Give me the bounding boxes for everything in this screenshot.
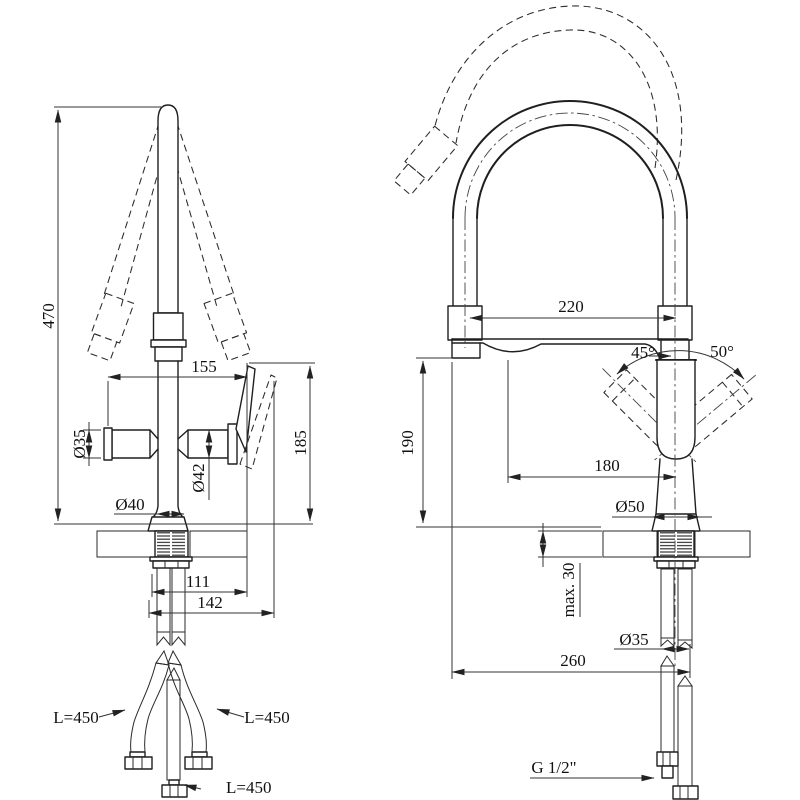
spout-flange [150, 339, 187, 348]
dim-cartridge-diameter: Ø42 [189, 463, 208, 492]
cartridge-cap [227, 423, 238, 465]
spray-head-left-dashed [86, 292, 135, 362]
side-spray-cap [103, 427, 113, 461]
dim-countertop-thickness: max. 30 [559, 563, 578, 618]
lever-handle-side-dashed [239, 374, 278, 470]
hose-length-label-right: L=450 [244, 708, 289, 727]
hose-nut [168, 779, 180, 786]
thread-tip [661, 765, 674, 779]
dim-shank-diameter: Ø35 [619, 630, 648, 649]
handle-swing-arc [616, 350, 745, 380]
dim-body-diameter: Ø40 [115, 495, 144, 514]
spray-head-front-dashed [393, 125, 459, 196]
dim-base-diameter: Ø50 [615, 497, 644, 516]
hose-nut [129, 751, 146, 758]
side-spray-port [111, 429, 151, 459]
spout-tube [157, 104, 179, 314]
supply-hoses-front [656, 568, 699, 800]
lever-handle-front [656, 359, 696, 460]
hose-nut [672, 785, 699, 800]
hose-nut [191, 751, 208, 758]
dim-arch-width: 220 [558, 297, 584, 316]
dim-side-spray-diameter: Ø35 [70, 429, 89, 458]
dim-spout-reach: 155 [191, 357, 217, 376]
hose-length-label-center: L=450 [226, 778, 271, 797]
dim-rear-clearance: 111 [186, 572, 210, 591]
spout-neck [154, 346, 183, 362]
front-view: 220 45° 50° 190 180 Ø50 max. 30 Ø [393, 5, 756, 800]
dim-handle-swing-left: 45° [631, 343, 655, 362]
hose-nut [656, 751, 679, 767]
mounting-shank-front [653, 530, 699, 569]
centerline-arc [464, 112, 676, 219]
hose-length-label-left: L=450 [53, 708, 98, 727]
spray-head-right-dashed [203, 292, 252, 362]
body-column-front [655, 458, 697, 515]
dim-rear-clearance-max: 142 [197, 593, 223, 612]
countertop-front [602, 530, 751, 558]
supply-hoses-side [156, 567, 186, 647]
dim-spout-outlet-height: 190 [398, 430, 417, 456]
flexible-hose-dashed [393, 5, 683, 196]
dim-outlet-offset: 180 [594, 456, 620, 475]
mounting-shank-side [149, 530, 193, 569]
locknut [152, 560, 190, 569]
dim-connection-thread: G 1/2" [531, 758, 576, 777]
lever-handle-side [235, 365, 256, 453]
dim-handle-swing-right: 50° [710, 342, 734, 361]
dim-overall-depth: 260 [560, 651, 586, 670]
side-view: 470 155 Ø35 Ø42 Ø40 185 111 142 [39, 104, 315, 798]
faucet-body-side [103, 104, 278, 532]
cartridge-housing [187, 429, 229, 459]
dim-total-height: 470 [39, 303, 58, 329]
supply-hose-kit [124, 649, 213, 798]
swivel-spout-dashed [86, 110, 252, 362]
spout-collar [152, 312, 184, 341]
locknut [656, 560, 696, 569]
front-view-dimensions: 220 45° 50° 190 180 Ø50 max. 30 Ø [398, 297, 745, 782]
dim-handle-height: 185 [291, 430, 310, 456]
side-view-dimensions: 470 155 Ø35 Ø42 Ø40 185 111 142 [39, 106, 315, 797]
